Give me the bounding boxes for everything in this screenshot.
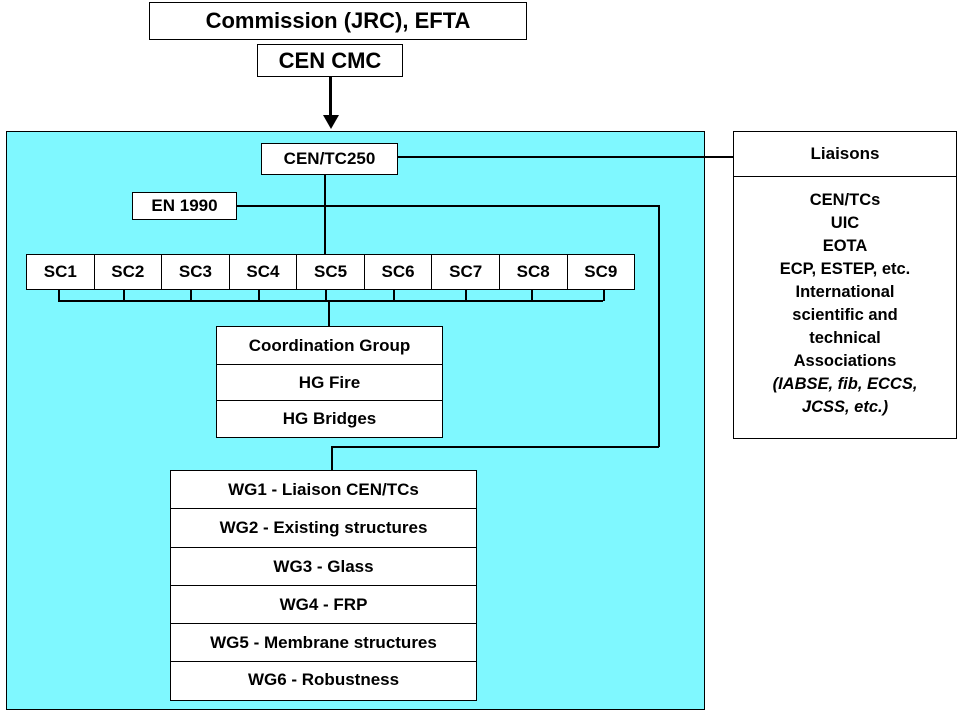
cmc-arrow-line (329, 77, 332, 117)
tc250-label: CEN/TC250 (283, 149, 376, 168)
tc-vertical-line (324, 174, 326, 255)
cen-cmc-label: CEN CMC (278, 47, 382, 73)
cmc-arrow-head (323, 115, 339, 129)
sc-tick (325, 290, 327, 301)
sc-tick (258, 290, 260, 301)
sc-bracket-bottom (58, 300, 603, 302)
subcommittee-sc9: SC9 (584, 262, 618, 281)
subcommittee-sc3: SC3 (162, 255, 230, 289)
sc-tick (465, 290, 467, 301)
liaison-item: UIC (830, 214, 860, 232)
commission-label: Commission (JRC), EFTA (205, 8, 471, 33)
cen-cmc-box: CEN CMC (257, 44, 403, 77)
wg5: WG5 - Membrane structures (171, 624, 476, 662)
wg1: WG1 - Liaison CEN/TCs (171, 471, 476, 509)
hg-fire: HG Fire (217, 365, 442, 401)
en1990-label: EN 1990 (151, 196, 218, 215)
en1990-line (236, 205, 659, 207)
liaison-item: technical (809, 329, 881, 347)
sc-tick (58, 290, 60, 301)
liaison-item: (IABSE, fib, ECCS, (772, 375, 918, 393)
subcommittee-sc8: SC8 (500, 255, 568, 289)
wg3: WG3 - Glass (171, 548, 476, 586)
commission-box: Commission (JRC), EFTA (149, 2, 527, 40)
tc-liaison-line (398, 156, 734, 158)
liaison-item: International (795, 283, 895, 301)
sc-to-groups-line (328, 300, 330, 327)
sc-tick (531, 290, 533, 301)
en1990-right-line (658, 205, 660, 447)
wg-link-horizontal (331, 446, 659, 448)
liaison-item: EOTA (822, 237, 868, 255)
sc-tick (123, 290, 125, 301)
liaison-item: ECP, ESTEP, etc. (779, 260, 911, 278)
wg2: WG2 - Existing structures (171, 509, 476, 548)
liaison-item: CEN/TCs (809, 191, 881, 209)
sc-tick (190, 290, 192, 301)
liaison-item: JCSS, etc.) (801, 398, 889, 416)
sc-tick (393, 290, 395, 301)
groups-stack: Coordination Group HG Fire HG Bridges (216, 326, 443, 438)
subcommittee-sc4: SC4 (230, 255, 298, 289)
tc250-box: CEN/TC250 (261, 143, 398, 175)
subcommittee-sc2: SC2 (95, 255, 163, 289)
subcommittee-sc5: SC5 (297, 255, 365, 289)
liaisons-list: CEN/TCs UIC EOTA ECP, ESTEP, etc. Intern… (734, 177, 956, 419)
subcommittee-sc7: SC7 (432, 255, 500, 289)
wg-link-vertical (331, 446, 333, 471)
hg-bridges: HG Bridges (282, 408, 377, 428)
wg6: WG6 - Robustness (247, 670, 400, 689)
subcommittee-row: SC1 SC2 SC3 SC4 SC5 SC6 SC7 SC8 SC9 (26, 254, 635, 290)
sc-tick (603, 290, 605, 301)
subcommittee-sc1: SC1 (27, 255, 95, 289)
liaison-item: Associations (793, 352, 897, 370)
wg4: WG4 - FRP (171, 586, 476, 624)
working-groups-stack: WG1 - Liaison CEN/TCs WG2 - Existing str… (170, 470, 477, 701)
liaisons-title: Liaisons (734, 132, 956, 177)
liaison-item: scientific and (792, 306, 898, 324)
coordination-group: Coordination Group (217, 327, 442, 365)
liaisons-box: Liaisons CEN/TCs UIC EOTA ECP, ESTEP, et… (733, 131, 957, 439)
subcommittee-sc6: SC6 (365, 255, 433, 289)
en1990-box: EN 1990 (132, 192, 237, 220)
